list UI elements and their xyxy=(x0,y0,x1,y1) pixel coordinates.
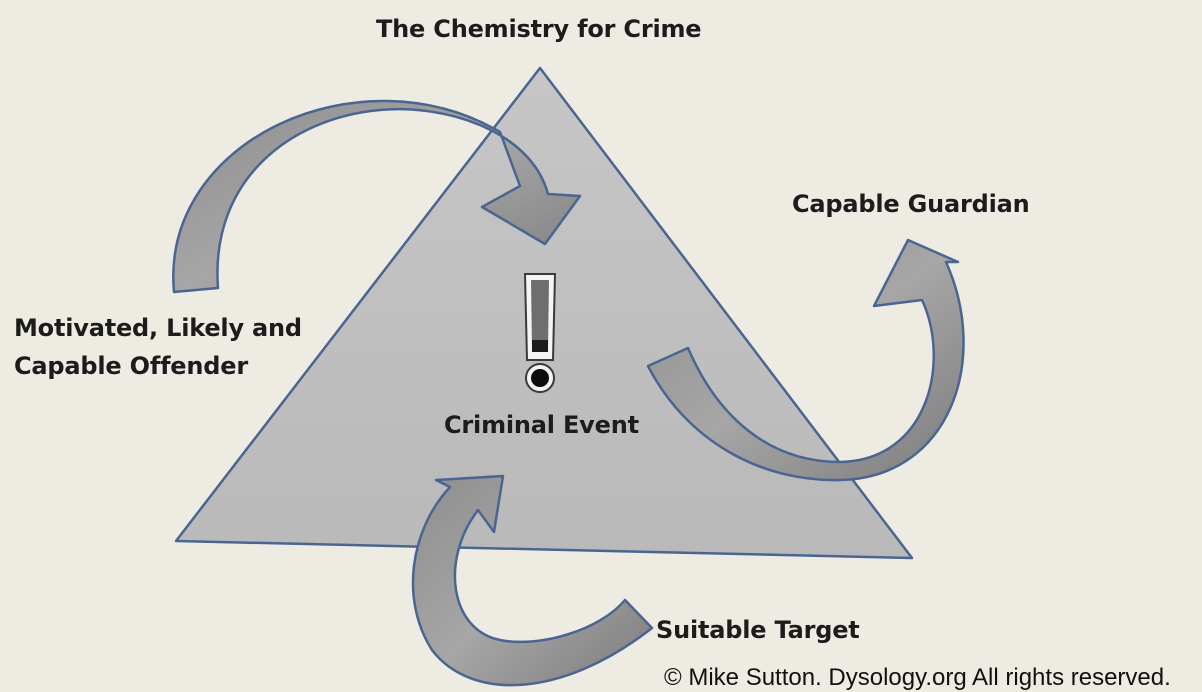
label-capable-guardian: Capable Guardian xyxy=(792,190,1030,218)
copyright-notice: © Mike Sutton. Dysology.org All rights r… xyxy=(664,664,1171,691)
label-criminal-event: Criminal Event xyxy=(444,411,639,439)
curved-arrow-event-to-guardian xyxy=(646,238,965,482)
label-offender: Motivated, Likely and Capable Offender xyxy=(14,309,302,385)
curved-arrow-target-to-event xyxy=(411,474,654,687)
diagram-title: The Chemistry for Crime xyxy=(376,15,702,43)
exclamation-icon xyxy=(523,273,557,393)
curved-arrow-offender-to-event xyxy=(172,99,582,294)
label-offender-line2: Capable Offender xyxy=(14,352,248,380)
label-suitable-target: Suitable Target xyxy=(656,616,860,644)
label-offender-line1: Motivated, Likely and xyxy=(14,314,302,342)
